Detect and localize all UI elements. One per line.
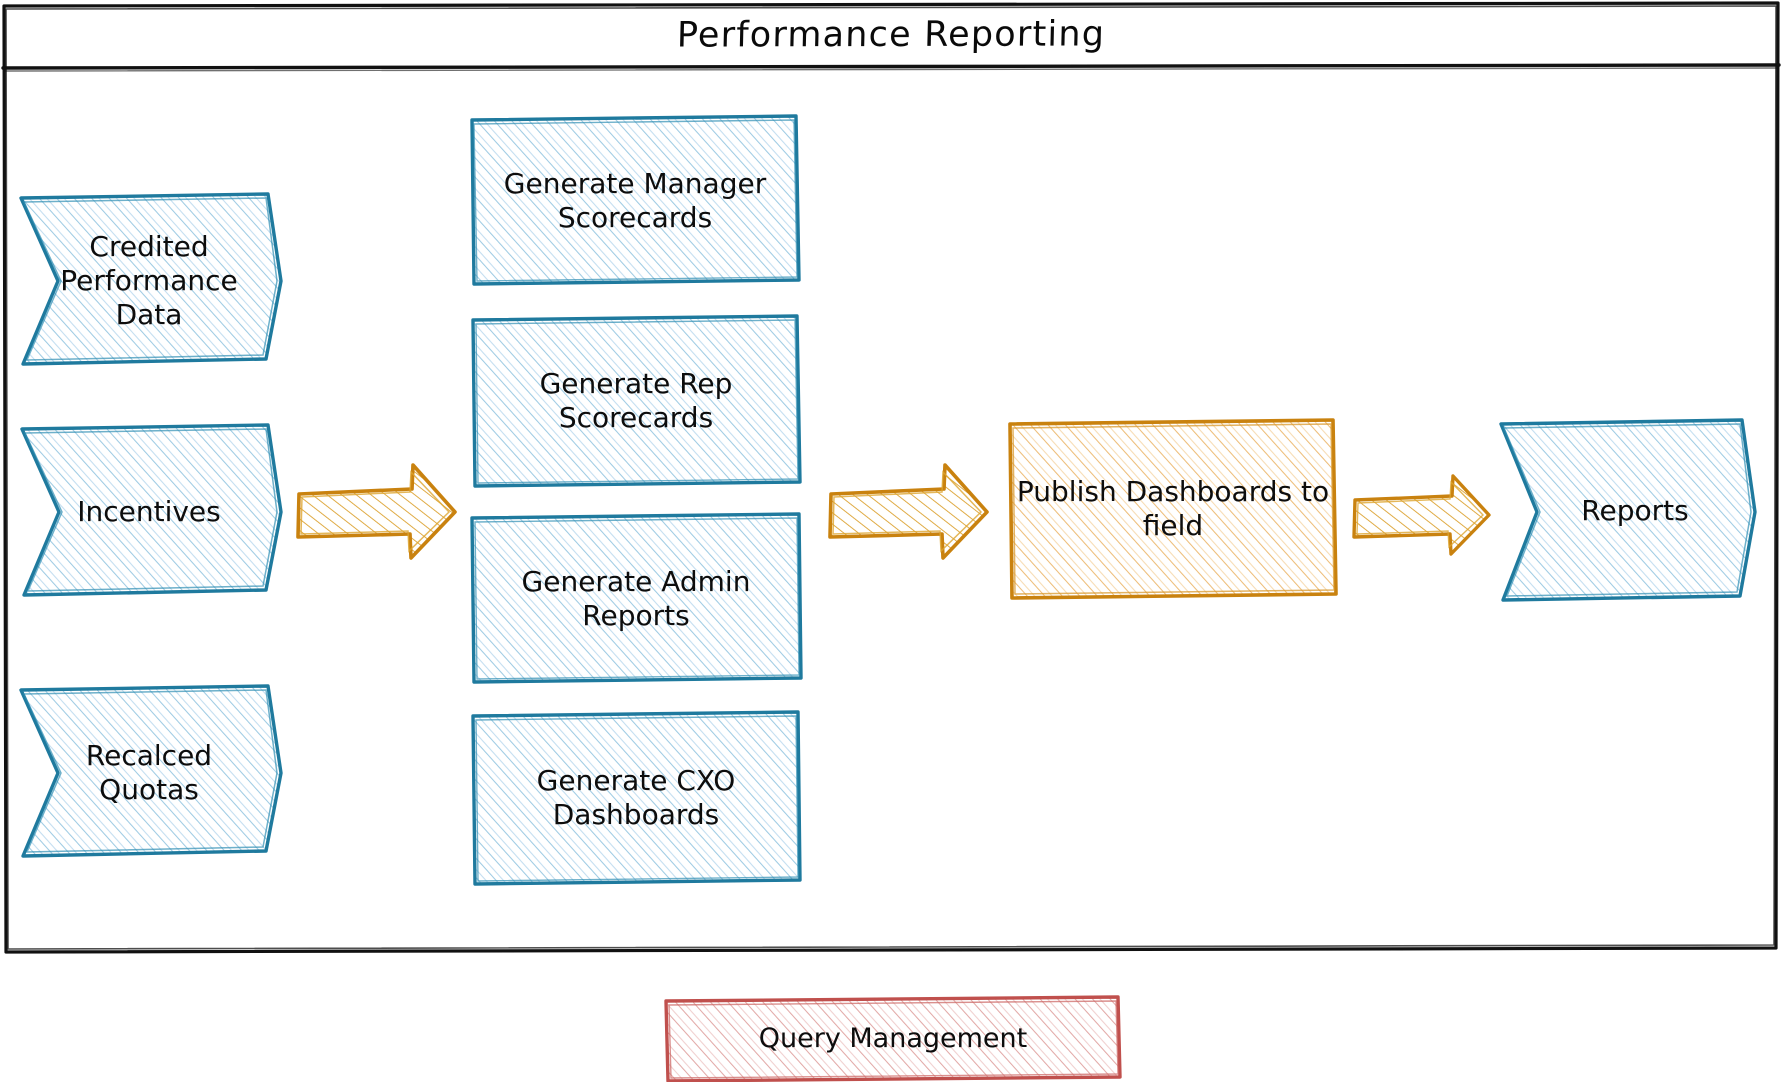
output-shape-reports[interactable] [1499, 418, 1757, 602]
process-shape-generate-cxo-dashboards[interactable] [471, 710, 802, 886]
arrow-right-icon-publish-to-reports [1352, 474, 1491, 556]
input-shape-recalced-quotas[interactable] [19, 684, 283, 858]
process-shape-generate-rep-scorecards[interactable] [471, 314, 802, 488]
arrow-right-icon-inputs-to-processes [296, 463, 457, 560]
footer-shape-query-management[interactable] [664, 995, 1122, 1082]
page-title: Performance Reporting [676, 14, 1106, 56]
input-shape-credited-performance-data[interactable] [19, 192, 283, 366]
process-shape-publish-dashboards-to-field[interactable] [1008, 418, 1338, 600]
diagram-frame [1, 1, 1781, 954]
input-shape-incentives[interactable] [20, 423, 283, 597]
process-shape-generate-admin-reports[interactable] [470, 512, 803, 684]
process-shape-generate-manager-scorecards[interactable] [470, 114, 801, 286]
arrow-right-icon-processes-to-publish [828, 463, 989, 560]
